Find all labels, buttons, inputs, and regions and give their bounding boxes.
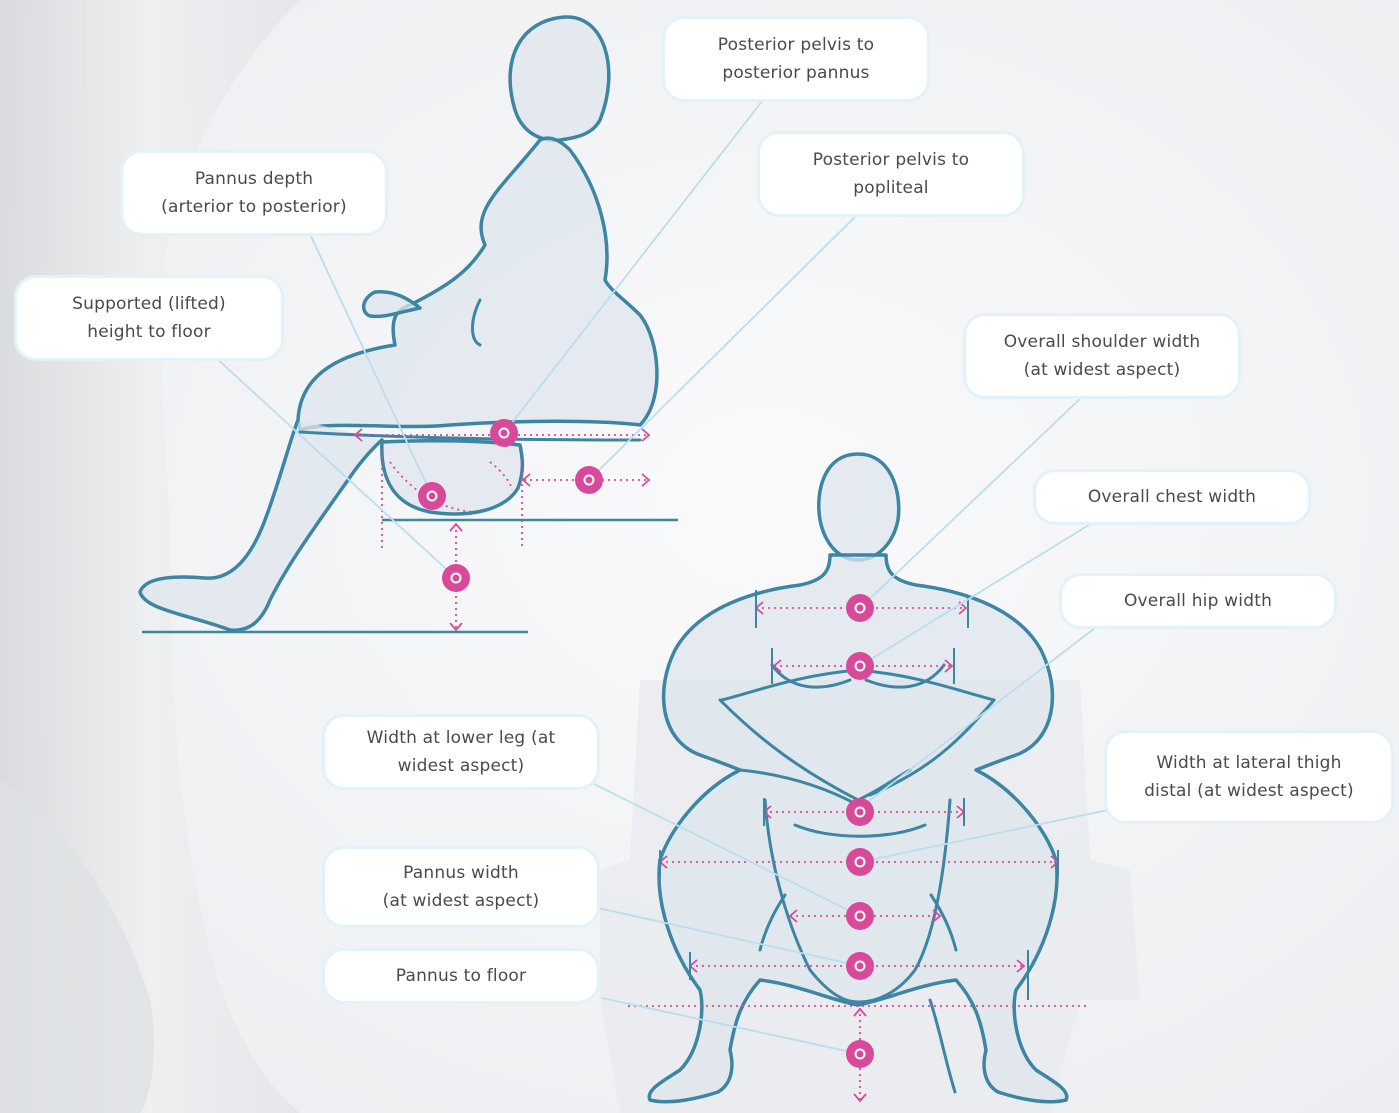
marker-posterior-pelvis-popliteal xyxy=(575,466,603,494)
marker-supported-height xyxy=(442,564,470,592)
marker-pannus-floor xyxy=(846,1040,874,1068)
callout-lateral-thigh: Width at lateral thigh distal (at widest… xyxy=(1104,730,1394,824)
callout-pannus-width-text: Pannus width (at widest aspect) xyxy=(383,859,540,915)
callout-chest-width: Overall chest width xyxy=(1033,469,1311,525)
callout-pannus-floor-text: Pannus to floor xyxy=(396,962,526,990)
callout-lower-leg-width: Width at lower leg (at widest aspect) xyxy=(322,714,600,790)
marker-posterior-pelvis-pannus xyxy=(490,419,518,447)
callout-pannus-floor: Pannus to floor xyxy=(322,948,600,1004)
callout-posterior-pelvis-popliteal-text: Posterior pelvis to popliteal xyxy=(813,146,969,202)
callout-hip-width: Overall hip width xyxy=(1059,573,1337,629)
callout-pannus-depth: Pannus depth (arterior to posterior) xyxy=(120,150,388,236)
callout-shoulder-width-text: Overall shoulder width (at widest aspect… xyxy=(1004,328,1201,384)
callout-lateral-thigh-text: Width at lateral thigh distal (at widest… xyxy=(1144,749,1354,805)
callout-hip-width-text: Overall hip width xyxy=(1124,587,1272,615)
marker-lateral-thigh xyxy=(846,848,874,876)
callout-lower-leg-width-text: Width at lower leg (at widest aspect) xyxy=(367,724,556,780)
callout-supported-height: Supported (lifted) height to floor xyxy=(14,275,284,361)
callout-chest-width-text: Overall chest width xyxy=(1088,483,1256,511)
callout-posterior-pelvis-popliteal: Posterior pelvis to popliteal xyxy=(757,131,1025,217)
front-head xyxy=(819,454,899,560)
callout-posterior-pelvis-pannus-text: Posterior pelvis to posterior pannus xyxy=(718,31,874,87)
callout-pannus-depth-text: Pannus depth (arterior to posterior) xyxy=(161,165,347,221)
callout-shoulder-width: Overall shoulder width (at widest aspect… xyxy=(963,313,1241,399)
side-head xyxy=(510,17,609,140)
marker-pannus-depth xyxy=(418,482,446,510)
callout-supported-height-text: Supported (lifted) height to floor xyxy=(72,290,226,346)
marker-hip-width xyxy=(846,798,874,826)
marker-pannus-width xyxy=(846,952,874,980)
marker-shoulder-width xyxy=(846,594,874,622)
callout-posterior-pelvis-pannus: Posterior pelvis to posterior pannus xyxy=(662,16,930,102)
callout-pannus-width: Pannus width (at widest aspect) xyxy=(322,846,600,928)
marker-lower-leg-width xyxy=(846,902,874,930)
marker-chest-width xyxy=(846,652,874,680)
